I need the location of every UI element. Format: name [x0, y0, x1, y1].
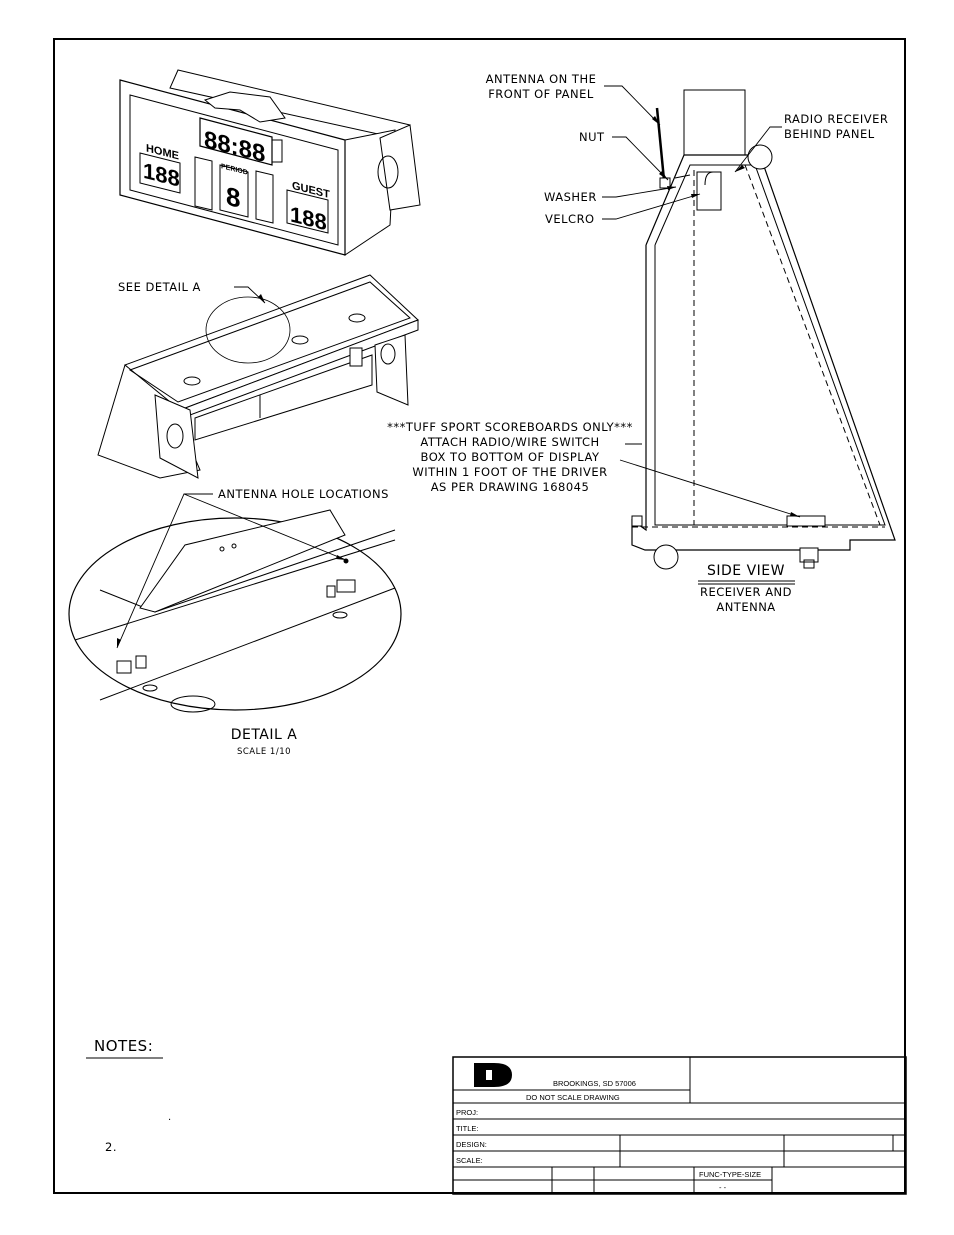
arrow-heads: [117, 116, 800, 648]
period-value: 8: [226, 181, 240, 214]
radio-receiver-callout: RADIO RECEIVER BEHIND PANEL: [784, 112, 888, 142]
scale-label: SCALE:: [456, 1156, 483, 1165]
radio-receiver-line-1: RADIO RECEIVER: [784, 112, 889, 126]
side-view-subtitle: RECEIVER AND ANTENNA: [690, 585, 802, 615]
side-view-title: SIDE VIEW: [707, 563, 785, 579]
design-label: DESIGN:: [456, 1140, 487, 1149]
antenna-callout: ANTENNA ON THE FRONT OF PANEL: [478, 72, 604, 102]
notes-item-1: .: [168, 1112, 172, 1123]
antenna-holes-callout: ANTENNA HOLE LOCATIONS: [218, 487, 389, 501]
side-view-drawing: [631, 89, 896, 570]
detail-a-title: DETAIL A: [230, 727, 298, 743]
side-view-subtitle-line-1: RECEIVER AND: [699, 585, 793, 599]
notes-item-2: 2.: [105, 1140, 117, 1154]
title-label: TITLE:: [456, 1124, 479, 1133]
tuff-note-line-2: ATTACH RADIO/WIRE SWITCH: [420, 435, 600, 449]
tuff-note-line-5: AS PER DRAWING 168045: [430, 480, 590, 494]
detail-a-view: [68, 509, 402, 713]
tuff-note-line-1: ***TUFF SPORT SCOREBOARDS ONLY***: [387, 420, 633, 434]
title-block: [452, 1056, 907, 1195]
scoreboard-front-view: [119, 69, 421, 256]
func-type-size-label: FUNC-TYPE-SIZE: [699, 1170, 762, 1179]
velcro-callout: VELCRO: [545, 212, 595, 226]
tuff-note-line-4: WITHIN 1 FOOT OF THE DRIVER: [412, 465, 608, 479]
leader-lines: [86, 85, 801, 1059]
antenna-callout-line-2: FRONT OF PANEL: [488, 87, 594, 101]
radio-receiver-line-2: BEHIND PANEL: [784, 127, 875, 141]
scoreboard-rear-view: [97, 274, 419, 479]
washer-callout: WASHER: [544, 190, 597, 204]
side-view-subtitle-line-2: ANTENNA: [716, 600, 776, 614]
see-detail-callout: SEE DETAIL A: [118, 280, 201, 294]
proj-label: PROJ:: [456, 1108, 479, 1117]
nut-callout: NUT: [579, 130, 605, 144]
detail-a-scale: SCALE 1/10: [236, 747, 292, 757]
title-block-warning: DO NOT SCALE DRAWING: [526, 1093, 620, 1102]
company-logo: [474, 1063, 512, 1087]
tuff-sport-note: ***TUFF SPORT SCOREBOARDS ONLY*** ATTACH…: [372, 420, 648, 495]
tuff-note-line-3: BOX TO BOTTOM OF DISPLAY: [420, 450, 600, 464]
drawing-frame: [53, 38, 906, 1194]
title-block-location: BROOKINGS, SD 57006: [553, 1079, 636, 1088]
antenna-callout-line-1: ANTENNA ON THE: [485, 72, 597, 86]
func-type-size-value: - -: [719, 1183, 727, 1192]
notes-heading: NOTES:: [94, 1037, 154, 1055]
